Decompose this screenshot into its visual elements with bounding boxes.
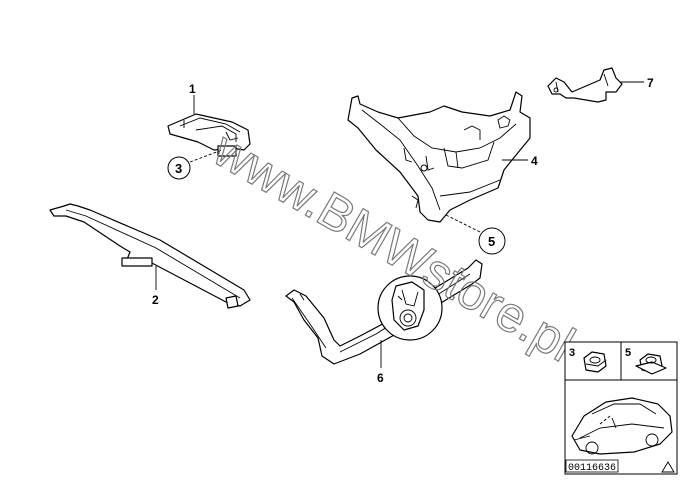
detail-circle <box>377 275 443 341</box>
inset-label-5: 5 <box>625 347 631 359</box>
leader-3 <box>189 149 223 163</box>
inset-panel: 00116636 <box>564 341 678 475</box>
part-7-bracket <box>547 67 623 103</box>
diagram-code: 00116636 <box>568 463 616 474</box>
part-1-bracket <box>167 113 251 157</box>
warning-triangle-icon <box>661 461 675 473</box>
label-3: 3 <box>175 161 182 176</box>
label-2: 2 <box>152 293 159 307</box>
label-4: 4 <box>531 154 538 168</box>
callout-circle-5 <box>478 227 506 255</box>
part-4-bracket <box>347 91 531 223</box>
callout-circle-3 <box>167 156 191 180</box>
label-6: 6 <box>377 371 384 385</box>
nut-5-icon <box>635 353 667 375</box>
car-sketch <box>571 397 673 455</box>
nut-3-icon <box>583 351 607 373</box>
part-2-strap <box>49 203 251 309</box>
inset-label-3: 3 <box>569 347 575 359</box>
label-1: 1 <box>189 82 196 96</box>
label-7: 7 <box>647 76 654 90</box>
label-5: 5 <box>488 234 495 249</box>
leader-5 <box>443 213 481 233</box>
